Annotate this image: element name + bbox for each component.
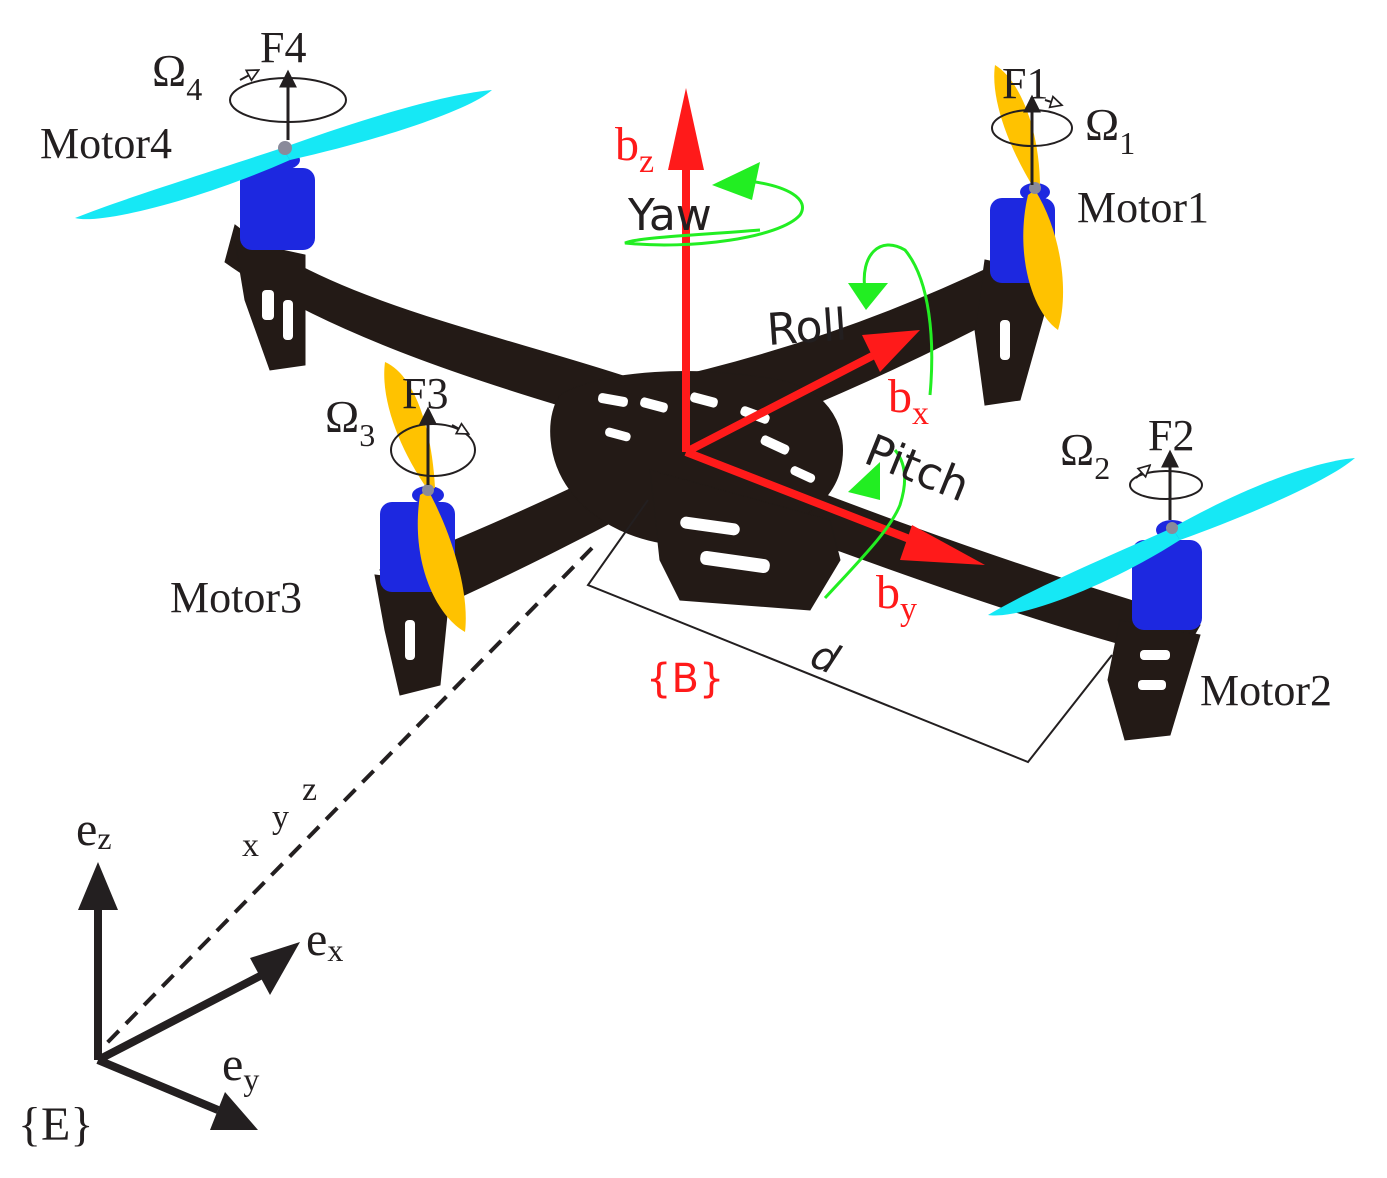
pitch-arrow [823,449,907,600]
pitch-label: Pitch [858,425,976,512]
yaw-label: Yaw [627,190,712,241]
ez-label: ez [76,803,112,856]
force-f1-label: F1 [1002,59,1048,108]
frame-cutouts [262,290,1170,690]
earth-frame-label: {E} [18,1098,93,1151]
ex-axis [96,971,264,1064]
bx-label: bx [888,370,929,432]
distance-label: d [804,632,845,684]
earth-frame [78,862,300,1130]
motor4-label: Motor4 [40,119,172,168]
body-frame-label: {B} [646,656,724,702]
omega2-label: Ω2 [1060,424,1110,486]
motor2-label: Motor2 [1200,666,1332,715]
motor3-label: Motor3 [170,573,302,622]
omega3-label: Ω3 [325,391,375,453]
ez-arrowhead [78,862,118,910]
bz-label: bz [615,118,654,180]
ex-arrowhead [250,942,300,995]
omega4-label: Ω4 [152,45,202,107]
bz-arrowhead [668,88,704,170]
force-f4-label: F4 [260,23,306,72]
motor1-label: Motor1 [1077,183,1209,232]
thrust-f4 [229,72,347,140]
body-axes [668,88,985,565]
omega1-label: Ω1 [1085,99,1135,161]
roll-label: Roll [765,300,848,356]
roll-arrowhead [848,283,888,310]
pitch-arrowhead [848,462,880,500]
motor-hubs [278,141,1178,534]
pos-y-label: y [272,799,289,836]
thrust-f2 [1129,449,1203,520]
ex-label: ex [306,913,343,968]
by-arrowhead [900,525,985,565]
propeller-motor1 [994,65,1064,330]
propeller-motor4 [75,90,492,220]
pos-x-label: x [242,827,259,864]
by-label: by [876,566,917,628]
propeller-motor3 [384,362,466,632]
by-axis [684,448,932,551]
force-f2-label: F2 [1148,411,1194,460]
position-vector [103,546,594,1047]
rotation-arrows [624,162,934,600]
yaw-arrow [624,178,804,247]
battery-tray [649,469,841,611]
roll-arrow [862,243,934,396]
yaw-arrowhead [712,162,760,200]
propeller-motor2 [988,458,1355,616]
ey-axis [96,1056,220,1114]
ey-label: ey [222,1038,259,1097]
ey-arrowhead [210,1092,258,1130]
pos-z-label: z [302,771,317,808]
distance-bracket [586,499,1113,764]
force-f3-label: F3 [402,369,448,418]
bx-arrowhead [862,330,920,372]
bx-axis [684,348,882,456]
thrust-f3 [390,406,476,485]
thrust-f1 [991,94,1073,185]
